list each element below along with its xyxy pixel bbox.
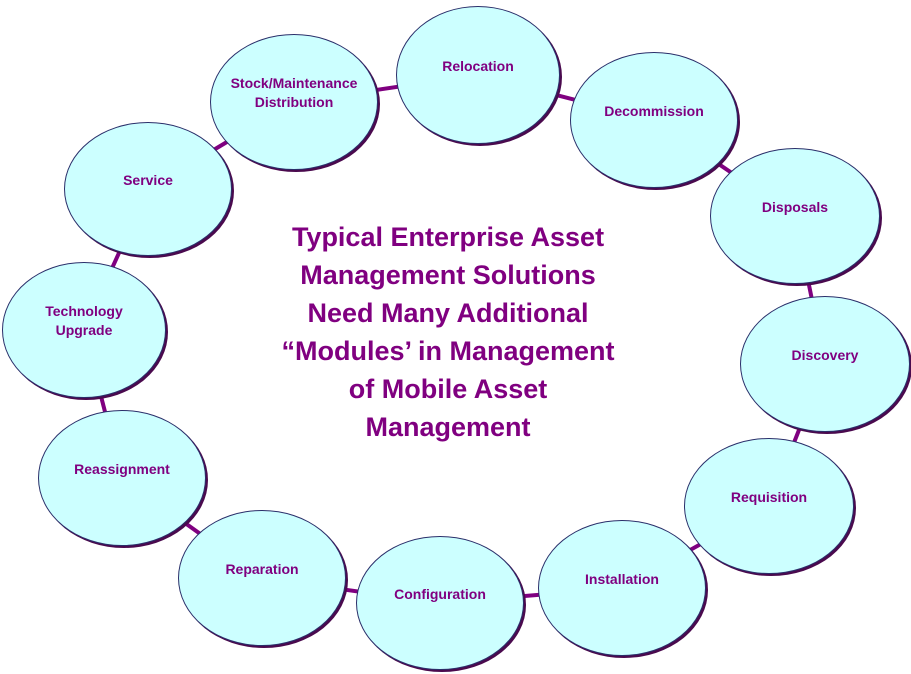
module-label: Stock/Maintenance Distribution (230, 75, 358, 110)
module-label: Service (123, 171, 173, 188)
module-label: Decommission (604, 102, 704, 119)
module-label: Relocation (442, 57, 514, 74)
module-label: Reparation (225, 560, 299, 577)
module-label: Reassignment (74, 460, 170, 477)
module-technology-upgrade: Technology Upgrade (2, 262, 166, 398)
module-label: Disposals (761, 198, 829, 215)
module-decommission: Decommission (570, 52, 738, 188)
module-label: Installation (585, 570, 659, 587)
diagram-title: Typical Enterprise Asset Management Solu… (281, 222, 615, 442)
module-service: Service (64, 122, 232, 256)
module-label: Technology Upgrade (45, 303, 123, 338)
module-stock-maintenance-distribution: Stock/Maintenance Distribution (210, 34, 378, 170)
module-reassignment: Reassignment (38, 410, 206, 546)
module-disposals: Disposals (710, 148, 880, 284)
module-installation: Installation (538, 520, 706, 656)
module-label: Configuration (394, 585, 486, 602)
module-label: Requisition (730, 488, 808, 505)
module-relocation: Relocation (396, 6, 560, 144)
module-reparation: Reparation (178, 510, 346, 646)
module-configuration: Configuration (356, 536, 524, 670)
module-label: Discovery (791, 346, 859, 363)
module-requisition: Requisition (684, 438, 854, 574)
module-discovery: Discovery (740, 296, 910, 432)
